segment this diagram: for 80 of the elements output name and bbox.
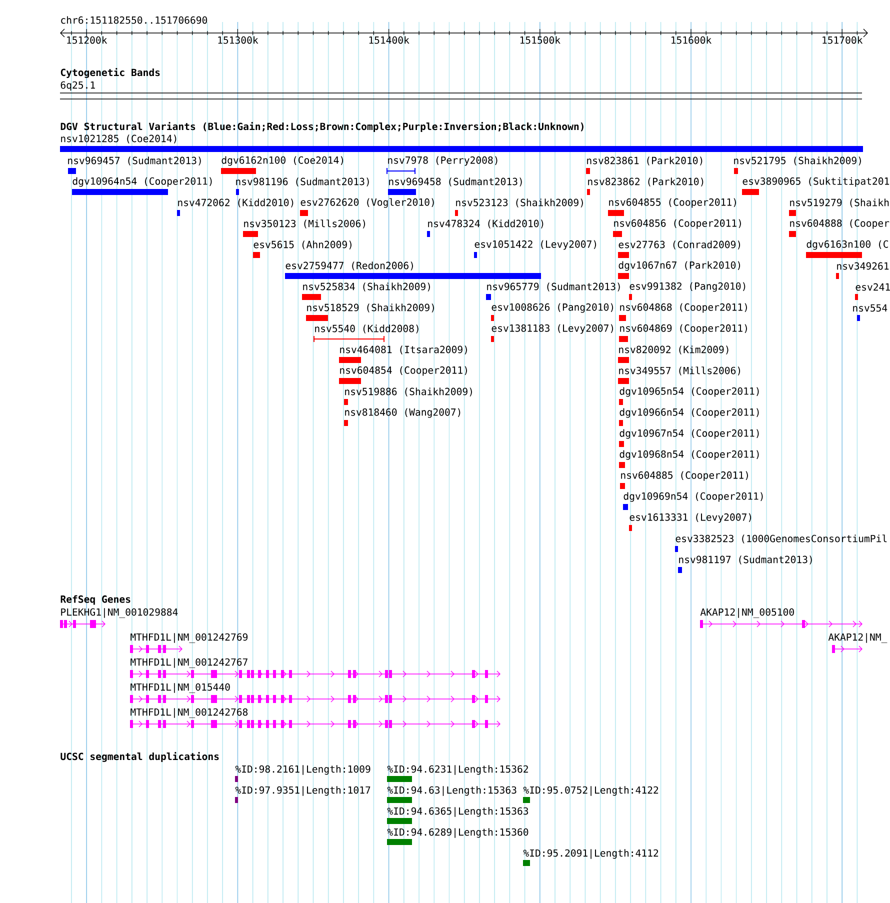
variant-label: nsv604869 (Cooper2011) bbox=[620, 324, 747, 334]
variant-label: esv1051422 (Levy2007) bbox=[474, 240, 596, 250]
variant-label: nsv604854 (Cooper2011) bbox=[340, 366, 467, 376]
variant-label: nsv604856 (Cooper2011) bbox=[614, 219, 741, 229]
variant-label: esv2759477 (Redon2006) bbox=[286, 262, 413, 270]
gene-label: MTHFD1L|NM_001242768 bbox=[130, 708, 248, 718]
tick-label: 151300k bbox=[218, 36, 258, 44]
variant-label: dgv10968n54 (Cooper2011) bbox=[620, 450, 759, 460]
variant-label: esv2762620 (Vogler2010) bbox=[300, 198, 434, 208]
tick-label: 151500k bbox=[520, 36, 560, 44]
variant-label: esv241 bbox=[856, 283, 890, 291]
variant-label: dgv10967n54 (Cooper2011) bbox=[620, 429, 759, 439]
variant-label: nsv349557 (Mills2006) bbox=[619, 366, 740, 376]
duplication-label: %ID:94.6231|Length:15362 bbox=[387, 765, 528, 775]
variant-label: nsv965779 (Sudmant2013) bbox=[487, 282, 620, 292]
track-heading: RefSeq Genes bbox=[60, 595, 130, 605]
gene-label: PLEKHG1|NM_001029884 bbox=[61, 608, 178, 618]
tick-label: 151600k bbox=[672, 36, 712, 44]
variant-label: nsv519279 (Shaikh bbox=[790, 198, 889, 208]
variant-label: nsv5540 (Kidd2008) bbox=[315, 324, 418, 334]
variant-label: nsv525834 (Shaikh2009) bbox=[303, 282, 430, 292]
variant-label: dgv10969n54 (Cooper2011) bbox=[624, 492, 763, 502]
variant-label: nsv7978 (Perry2008) bbox=[388, 156, 498, 166]
gene-label: AKAP12|NM_ bbox=[828, 633, 888, 643]
variant-label: nsv823862 (Park2010) bbox=[588, 178, 704, 186]
duplication-label: %ID:94.63|Length:15363 bbox=[387, 786, 516, 796]
variant-label: nsv519886 (Shaikh2009) bbox=[345, 388, 472, 396]
variant-label: nsv521795 (Shaikh2009) bbox=[734, 156, 861, 166]
gene-label: MTHFD1L|NM_001242767 bbox=[130, 658, 248, 668]
variant-label: nsv604868 (Cooper2011) bbox=[620, 303, 747, 313]
duplication-label: %ID:98.2161|Length:1009 bbox=[235, 765, 370, 775]
duplication-label: %ID:94.6365|Length:15363 bbox=[387, 807, 528, 817]
variant-label: nsv823861 (Park2010) bbox=[587, 156, 702, 166]
variant-label: nsv464081 (Itsara2009) bbox=[340, 346, 467, 354]
variant-label: nsv969457 (Sudmant2013) bbox=[68, 156, 201, 166]
duplication-label: %ID:95.2091|Length:4112 bbox=[523, 849, 658, 859]
variant-label: esv5615 (Ahn2009) bbox=[254, 240, 352, 250]
variant-label: esv1613331 (Levy2007) bbox=[630, 513, 752, 523]
variant-label: nsv478324 (Kidd2010) bbox=[428, 220, 544, 228]
variant-label: dgv10966n54 (Cooper2011) bbox=[620, 408, 759, 418]
variant-label: nsv1021285 (Coe2014) bbox=[61, 134, 176, 144]
variant-label: dgv6162n100 (Coe2014) bbox=[222, 156, 344, 166]
variant-label: esv991382 (Pang2010) bbox=[630, 282, 746, 292]
tick-label: 151700k bbox=[822, 36, 863, 44]
variant-label: nsv554 bbox=[853, 304, 888, 312]
duplication-label: %ID:94.6289|Length:15360 bbox=[387, 828, 528, 838]
variant-label: dgv1067n67 (Park2010) bbox=[618, 261, 740, 271]
variant-label: esv3890965 (Suktitipat201 bbox=[742, 177, 890, 187]
track-heading: DGV Structural Variants (Blue:Gain;Red:Loss;Brown:Complex;Purple:Inversion;Black:Unknown) bbox=[60, 122, 584, 132]
variant-label: nsv818460 (Wang2007) bbox=[345, 408, 460, 418]
track-heading: Cytogenetic Bands bbox=[60, 68, 160, 78]
tick-label: 151400k bbox=[369, 36, 410, 44]
variant-label: esv27763 (Conrad2009) bbox=[618, 240, 740, 250]
variant-label: nsv969458 (Sudmant2013) bbox=[389, 178, 522, 186]
variant-label: nsv981196 (Sudmant2013) bbox=[236, 178, 369, 186]
variant-label: nsv518529 (Shaikh2009) bbox=[307, 304, 434, 312]
track-heading: UCSC segmental duplications bbox=[60, 752, 219, 762]
variant-label: esv3382523 (1000GenomesConsortiumPil bbox=[676, 534, 887, 544]
variant-label: nsv604855 (Cooper2011) bbox=[609, 198, 736, 208]
location-label: chr6:151182550..151706690 bbox=[61, 16, 208, 24]
variant-label: dgv10965n54 (Cooper2011) bbox=[620, 387, 759, 397]
variant-label: nsv472062 (Kidd2010) bbox=[178, 198, 294, 208]
variant-label: nsv523123 (Shaikh2009) bbox=[456, 198, 583, 208]
duplication-label: %ID:97.9351|Length:1017 bbox=[235, 786, 370, 796]
gene-label: MTHFD1L|NM_001242769 bbox=[130, 633, 248, 643]
variant-label: nsv604885 (Cooper2011) bbox=[621, 471, 748, 481]
gene-label: AKAP12|NM_005100 bbox=[700, 608, 794, 618]
duplication-label: %ID:95.0752|Length:4122 bbox=[523, 786, 658, 796]
variant-label: nsv604888 (Cooper bbox=[790, 219, 890, 229]
tick-label: 151200k bbox=[67, 36, 108, 44]
variant-label: esv1381183 (Levy2007) bbox=[492, 324, 614, 334]
band-label: 6q25.1 bbox=[60, 81, 95, 91]
variant-label: esv1008626 (Pang2010) bbox=[492, 303, 614, 313]
variant-label: nsv981197 (Sudmant2013) bbox=[679, 556, 812, 564]
variant-label: nsv820092 (Kim2009) bbox=[619, 346, 728, 354]
variant-label: nsv349261 bbox=[837, 262, 889, 270]
variant-label: nsv350123 (Mills2006) bbox=[244, 220, 366, 228]
variant-label: dgv6163n100 (C bbox=[806, 240, 888, 250]
variant-label: dgv10964n54 (Cooper2011) bbox=[72, 177, 212, 187]
gene-label: MTHFD1L|NM_015440 bbox=[130, 683, 230, 693]
